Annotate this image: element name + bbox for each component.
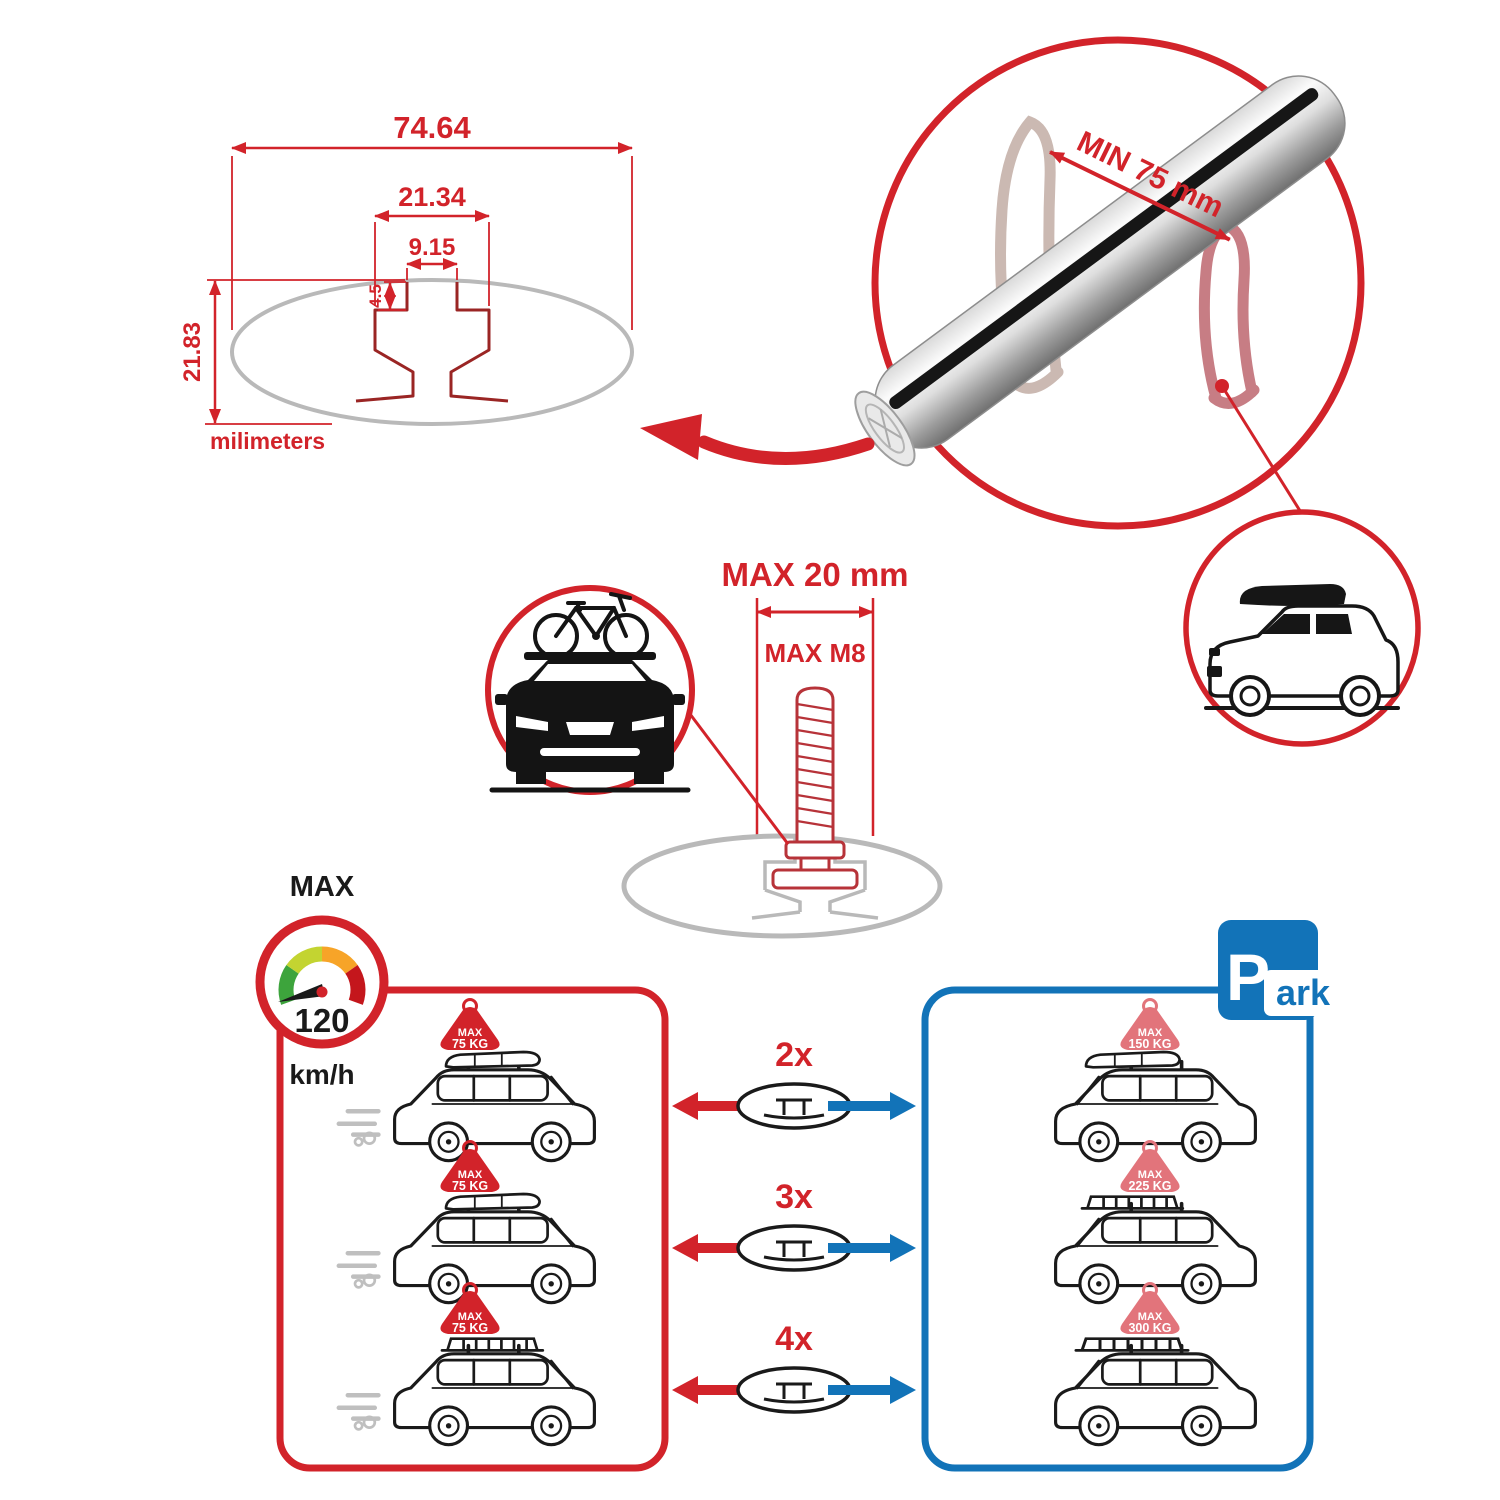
pointer-arrow bbox=[640, 414, 875, 465]
load-tag-driving-1: MAX 75 KG bbox=[440, 998, 500, 1051]
parking-sign-card bbox=[1264, 970, 1342, 1016]
dim-total-width-label: 74.64 bbox=[393, 110, 471, 145]
load-tag-parked-3: MAX 300 KG bbox=[1120, 1282, 1180, 1335]
parked-row-2: MAX 225 KG bbox=[1053, 1140, 1258, 1305]
svg-text:75 KG: 75 KG bbox=[452, 1037, 488, 1051]
driving-cargo-1 bbox=[444, 1050, 541, 1069]
speed-value: 120 bbox=[294, 1002, 349, 1039]
svg-text:150 KG: 150 KG bbox=[1128, 1037, 1171, 1051]
aluminum-crossbar bbox=[854, 75, 1346, 467]
units-label: milimeters bbox=[210, 428, 325, 454]
car-bolt-callout-line bbox=[688, 713, 790, 845]
dimension-lines bbox=[205, 142, 633, 425]
svg-text:MAX: MAX bbox=[1138, 1169, 1163, 1181]
load-tag-driving-3: MAX 75 KG bbox=[440, 1282, 500, 1335]
roof-box bbox=[1239, 584, 1346, 606]
load-tag-parked-2: MAX 225 KG bbox=[1120, 1140, 1180, 1193]
speed-max-label: MAX bbox=[290, 871, 355, 903]
dim-slot-outer-label: 21.34 bbox=[398, 182, 466, 212]
parking-sign: P ark bbox=[1218, 920, 1342, 1020]
car-front-circle bbox=[485, 585, 790, 845]
svg-text:300 KG: 300 KG bbox=[1128, 1321, 1171, 1335]
quantity-row-3: 4x bbox=[672, 1320, 916, 1414]
svg-text:225 KG: 225 KG bbox=[1128, 1179, 1171, 1193]
parked-cargo-1 bbox=[1084, 1050, 1181, 1069]
parked-row-1: MAX 150 KG bbox=[1053, 998, 1258, 1163]
bolt-max-thread-label: MAX M8 bbox=[764, 638, 865, 668]
bolt-spec: MAX 20 mm MAX M8 bbox=[621, 556, 943, 939]
quantity-row-2: 3x bbox=[672, 1178, 916, 1272]
multiplier-label-1: 2x bbox=[775, 1036, 813, 1074]
svg-text:75 KG: 75 KG bbox=[452, 1179, 488, 1193]
right-strap bbox=[1198, 220, 1260, 409]
load-tag-parked-1: MAX 150 KG bbox=[1120, 998, 1180, 1051]
vehicle-circle bbox=[1183, 509, 1421, 747]
car-front-view bbox=[489, 652, 691, 793]
load-tag-driving-2: MAX 75 KG bbox=[440, 1140, 500, 1193]
profile-ellipse bbox=[230, 278, 634, 426]
svg-text:MAX: MAX bbox=[1138, 1027, 1163, 1039]
multiplier-label-2: 3x bbox=[775, 1178, 813, 1216]
bolt-max-width-label: MAX 20 mm bbox=[721, 556, 908, 593]
driving-cargo-2 bbox=[444, 1192, 541, 1211]
cross-section-diagram: 74.64 21.34 9.15 4.5 21.83 milimeters bbox=[179, 110, 634, 454]
driving-row-1: MAX 75 KG bbox=[339, 998, 597, 1163]
suv-with-roofbox bbox=[1204, 584, 1400, 717]
t-slot-outline bbox=[355, 282, 509, 403]
dim-slot-inner-label: 9.15 bbox=[409, 234, 456, 261]
t-bolt bbox=[771, 686, 859, 890]
crossbar-detail: MIN 75 mm bbox=[640, 36, 1365, 530]
svg-text:MAX: MAX bbox=[458, 1169, 483, 1181]
speedometer-needle bbox=[278, 984, 325, 1002]
needle-pivot bbox=[316, 986, 328, 998]
detail-circle bbox=[871, 36, 1365, 530]
bolt-threads bbox=[796, 702, 834, 829]
speedometer-ring bbox=[255, 915, 389, 1049]
callout-line bbox=[1220, 385, 1304, 515]
speed-limit-badge: MAX 120 km/h bbox=[255, 871, 389, 1090]
parking-letter: P bbox=[1226, 940, 1270, 1014]
parked-row-3: MAX 300 KG bbox=[1053, 1282, 1258, 1447]
dim-total-height-label: 21.83 bbox=[179, 322, 206, 382]
speed-unit: km/h bbox=[289, 1059, 354, 1090]
svg-text:MAX: MAX bbox=[458, 1311, 483, 1323]
svg-text:MAX: MAX bbox=[1138, 1311, 1163, 1323]
quantity-row-1: 2x bbox=[672, 1036, 916, 1130]
parking-rest: ark bbox=[1276, 972, 1331, 1013]
svg-text:75 KG: 75 KG bbox=[452, 1321, 488, 1335]
dim-slot-depth-label: 4.5 bbox=[366, 284, 385, 308]
driving-row-3: MAX 75 KG bbox=[339, 1282, 597, 1447]
multiplier-label-3: 4x bbox=[775, 1320, 813, 1358]
svg-text:MAX: MAX bbox=[458, 1027, 483, 1039]
driving-row-2: MAX 75 KG bbox=[339, 1140, 597, 1305]
